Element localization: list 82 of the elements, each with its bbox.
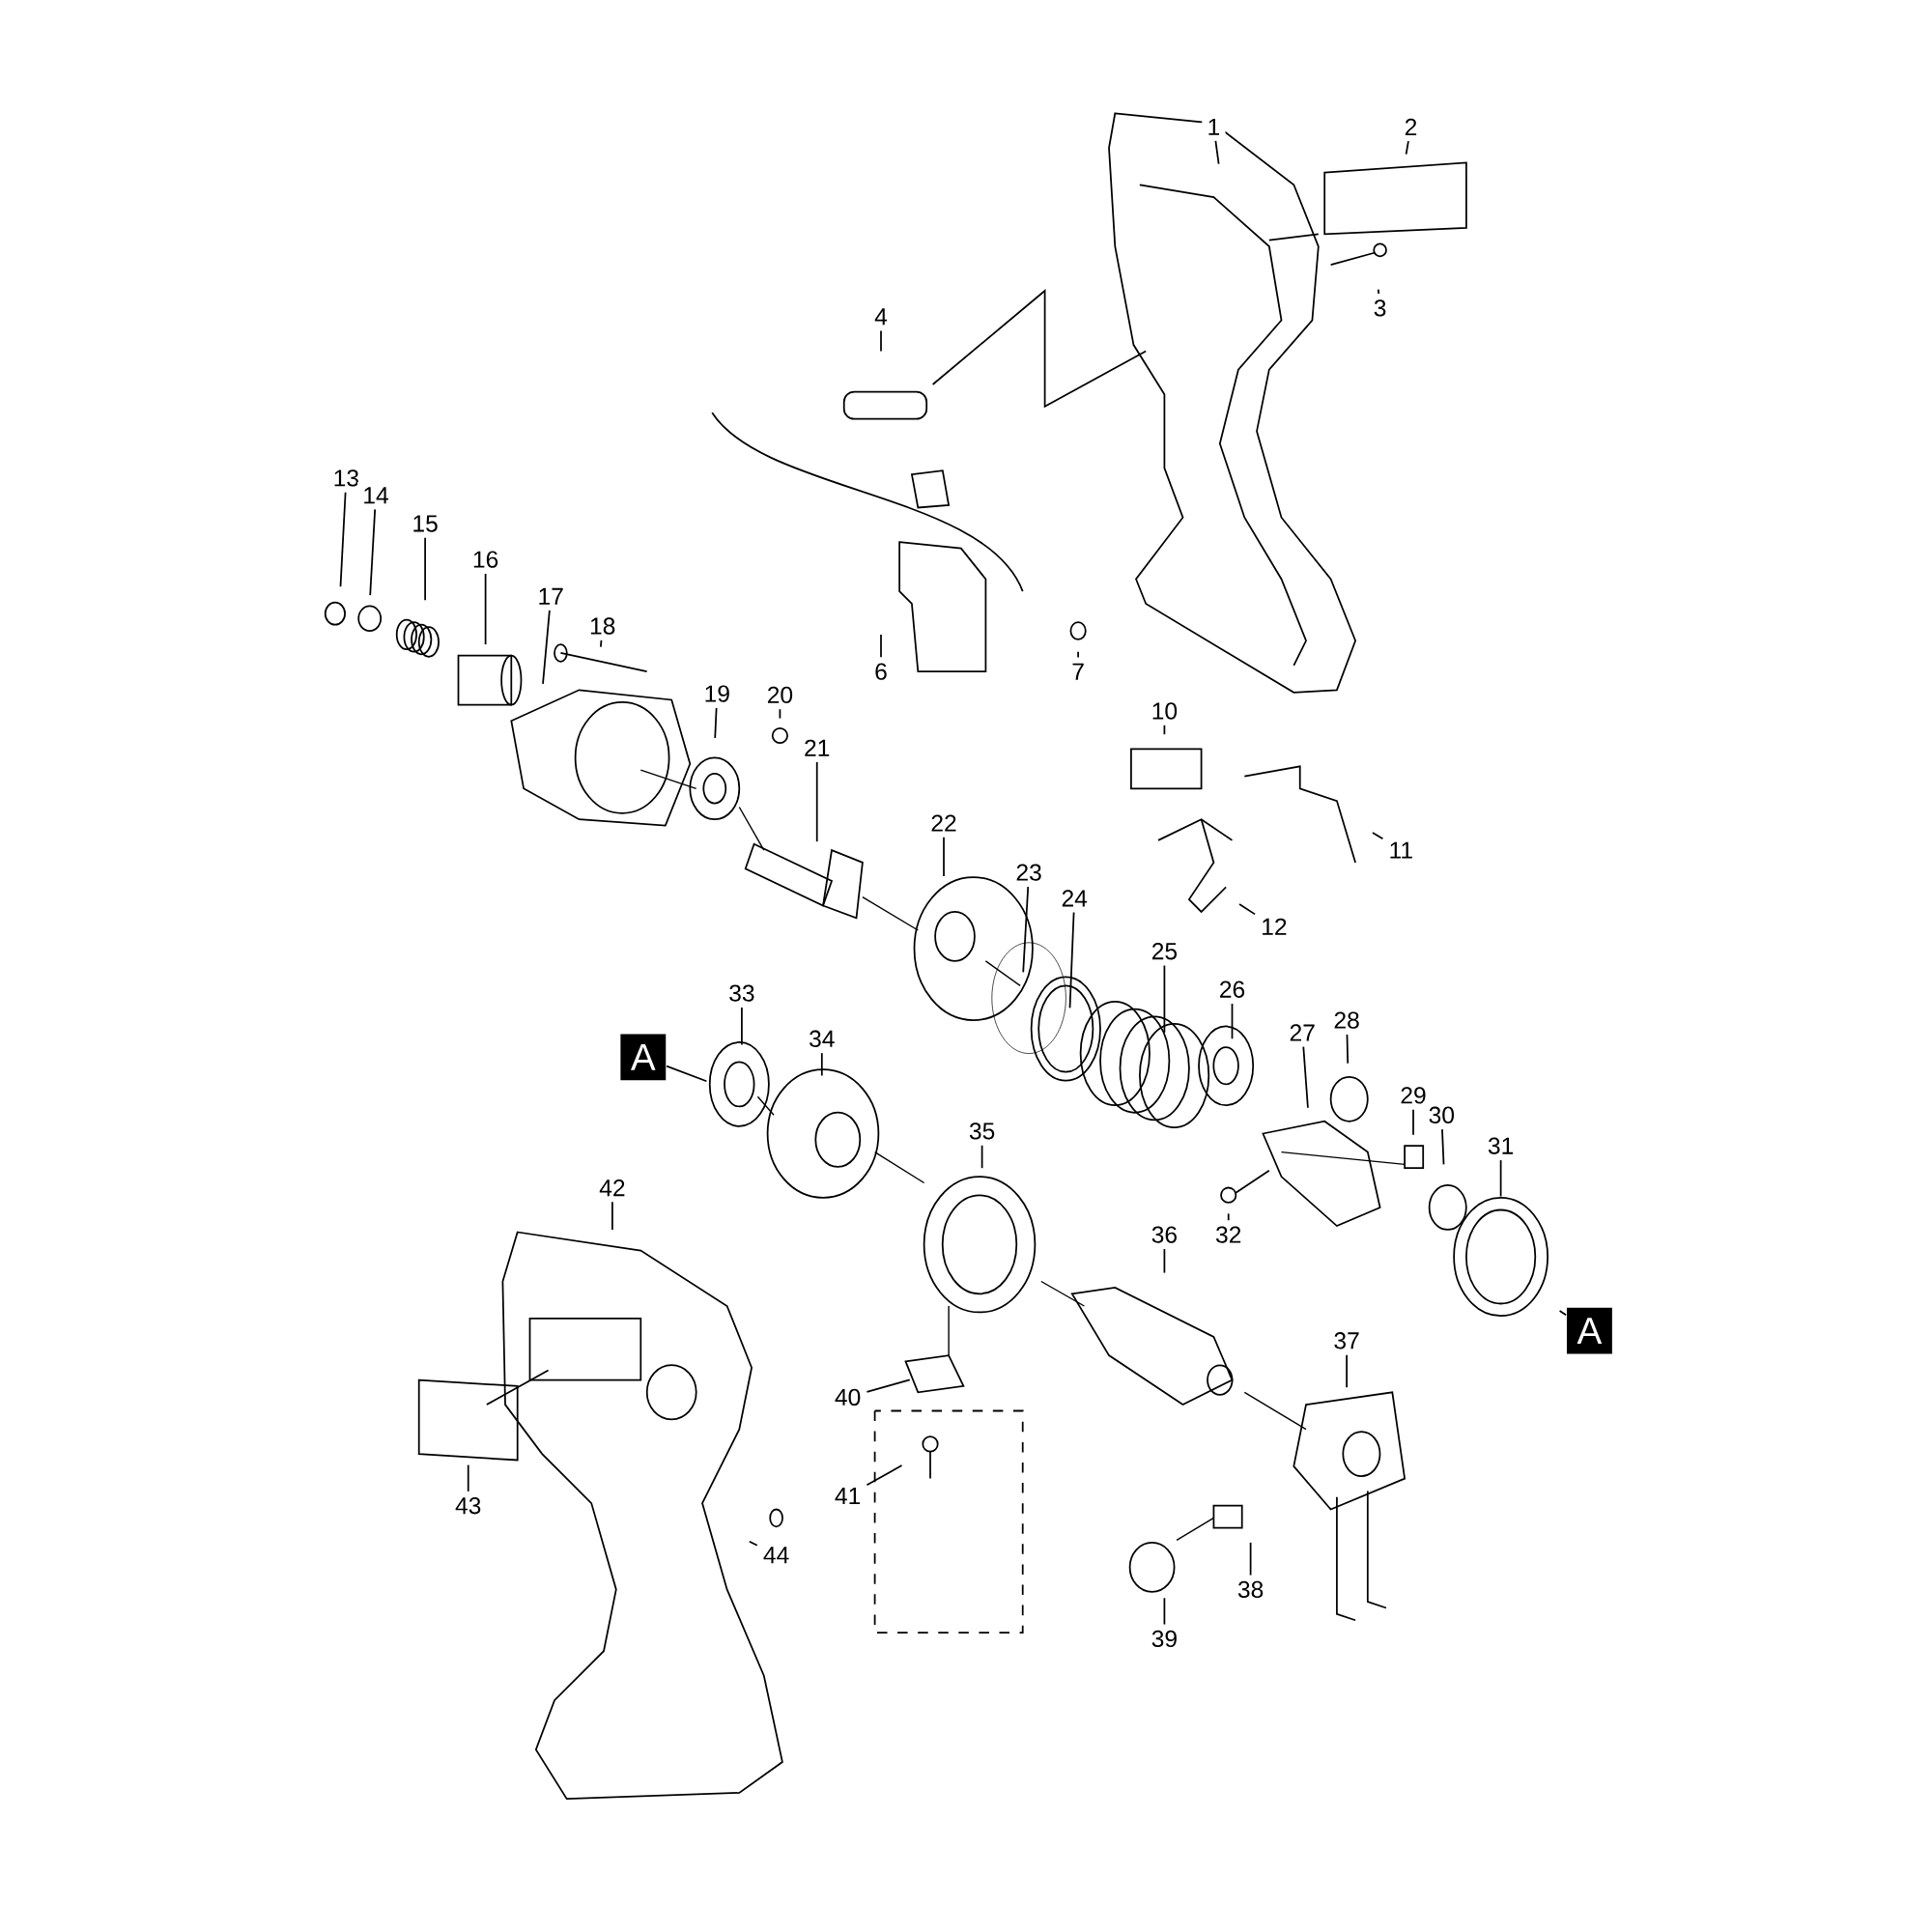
callout-number: 28: [1328, 1007, 1366, 1035]
leader-line: [1163, 964, 1166, 1034]
callout-number: 23: [1010, 859, 1048, 887]
callout-number: 27: [1284, 1019, 1321, 1046]
leader-line: [741, 1007, 743, 1046]
leader-line: [1302, 1045, 1309, 1109]
leader-line: [1163, 1597, 1166, 1626]
callout-number: 34: [803, 1025, 840, 1053]
leader-line: [1558, 1310, 1567, 1317]
callout-number: 22: [925, 810, 962, 837]
leader-line: [1163, 724, 1166, 736]
leader-line: [820, 1052, 823, 1077]
callout-number: 24: [1056, 884, 1094, 912]
callout-number: 41: [829, 1482, 867, 1510]
leader-line: [467, 1463, 469, 1492]
leader-line: [815, 761, 818, 843]
leader-line: [1163, 1248, 1166, 1274]
callout-number: 3: [1368, 294, 1392, 322]
leader-line: [1249, 1542, 1252, 1577]
callout-number: 40: [829, 1383, 867, 1411]
leader-line: [542, 610, 551, 685]
callout-number: 43: [449, 1492, 487, 1520]
callout-number: 20: [761, 681, 799, 709]
leader-line: [779, 708, 781, 720]
callout-number: 16: [467, 546, 504, 574]
leader-line: [1372, 832, 1384, 840]
leader-line: [980, 1144, 983, 1170]
leader-line: [1405, 140, 1409, 156]
callout-number: 2: [1399, 113, 1423, 141]
leader-line: [1238, 903, 1256, 916]
leader-line: [880, 329, 882, 353]
callout-number: 18: [583, 612, 621, 639]
callout-number: 17: [532, 582, 570, 610]
callout-number: 30: [1423, 1101, 1461, 1129]
callout-number: 21: [798, 734, 836, 762]
callout-number: 19: [698, 680, 736, 708]
leader-line: [866, 1464, 903, 1487]
callout-number: 42: [593, 1174, 631, 1202]
leader-line: [1068, 911, 1075, 1009]
callout-number: 4: [868, 303, 894, 330]
callout-number: 7: [1066, 658, 1091, 685]
leader-line: [1214, 140, 1220, 165]
callout-number: 36: [1146, 1221, 1183, 1249]
callout-number: 14: [357, 482, 394, 509]
callout-number: 33: [723, 980, 760, 1008]
leader-line: [424, 536, 426, 602]
leader-line: [1346, 1353, 1348, 1389]
leader-line: [1227, 1212, 1230, 1222]
leader-line: [714, 707, 718, 739]
callout-number: 37: [1328, 1326, 1366, 1354]
leader-line: [880, 634, 882, 659]
leader-line: [484, 573, 487, 645]
leader-line: [943, 836, 945, 877]
callout-number: 39: [1146, 1625, 1183, 1653]
leader-line: [866, 1378, 911, 1393]
callout-number: 26: [1213, 976, 1251, 1004]
leader-line: [600, 639, 603, 648]
leader-line: [369, 508, 377, 596]
callout-number: 25: [1146, 937, 1183, 965]
leader-line: [748, 1540, 758, 1547]
leader-line: [1077, 650, 1079, 659]
callout-number: 31: [1482, 1132, 1520, 1160]
leader-line: [1499, 1159, 1502, 1198]
leader-line: [339, 491, 347, 588]
leader-line: [1441, 1128, 1445, 1166]
callout-number: 44: [757, 1541, 795, 1569]
leader-line: [611, 1201, 613, 1231]
callout-number: 35: [963, 1117, 1001, 1145]
leader-line: [1377, 288, 1380, 295]
leader-line: [1346, 1034, 1350, 1065]
callout-number: 12: [1255, 913, 1293, 941]
leader-line: [1022, 886, 1030, 974]
callout-number: 38: [1232, 1576, 1269, 1604]
leader-line: [666, 1065, 708, 1083]
leader-line: [1412, 1108, 1414, 1136]
callout-number: 1: [1202, 113, 1226, 141]
leader-line: [1231, 1003, 1234, 1040]
callout-number: 6: [868, 658, 894, 686]
callout-number: 10: [1146, 697, 1183, 724]
callout-number: 32: [1209, 1221, 1247, 1249]
callout-number: 15: [407, 510, 444, 537]
callout-number: 11: [1383, 837, 1419, 864]
